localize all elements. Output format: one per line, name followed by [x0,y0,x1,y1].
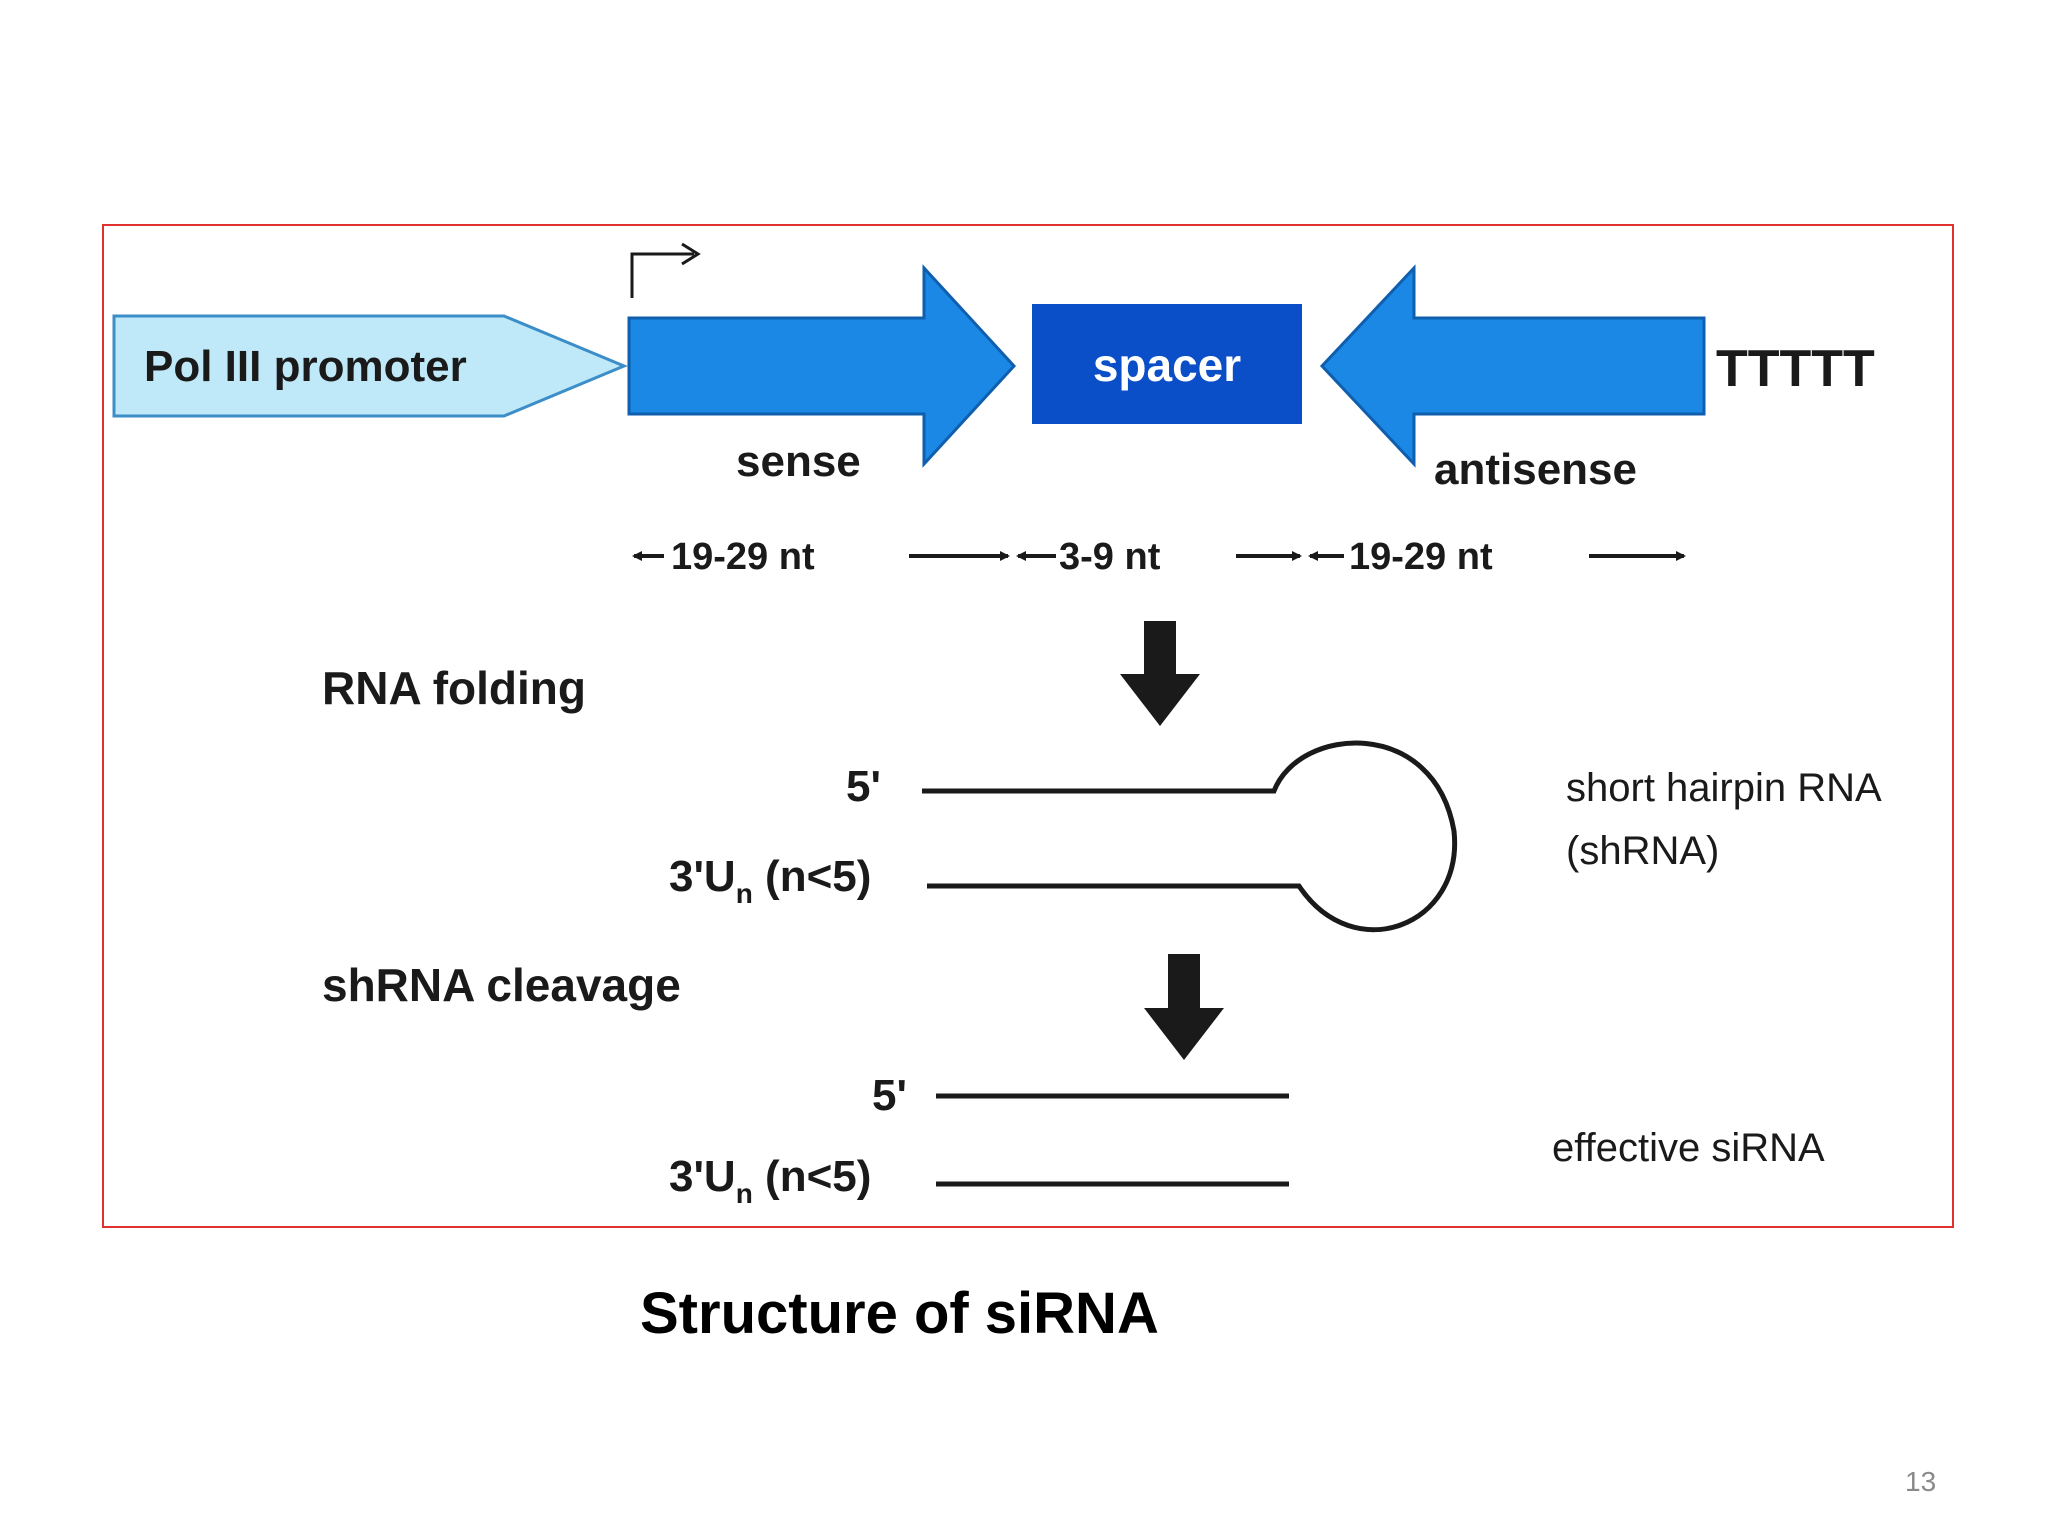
page-number: 13 [1905,1466,1937,1497]
sirna-three-prime-label: 3'Un (n<5) [669,1152,871,1209]
sense-length-label: 19-29 nt [671,536,815,578]
antisense-length-label: 19-29 nt [1349,536,1493,578]
transcription-start-arrow [630,252,694,298]
terminator-label: TTTTT [1716,340,1875,398]
sirna-label: effective siRNA [1552,1126,1825,1170]
shrna-diagram: Pol III promoter spacer TTTTT sense anti… [112,242,1882,1209]
shrna-label-line1: short hairpin RNA [1566,766,1882,810]
shrna-cleavage-label: shRNA cleavage [322,959,681,1011]
spacer-length-label: 3-9 nt [1059,536,1161,578]
sirna-five-prime-label: 5' [872,1071,907,1120]
sense-label: sense [736,437,861,486]
folding-down-arrow [1120,621,1200,726]
rna-folding-label: RNA folding [322,662,586,714]
spacer-box [1032,304,1302,424]
diagram-frame: Pol III promoter spacer TTTTT sense anti… [102,224,1954,1228]
hairpin-three-prime-label: 3'Un (n<5) [669,852,871,909]
hairpin-five-prime-label: 5' [846,762,881,811]
hairpin-strands [922,740,1458,933]
sense-arrow [627,264,1017,468]
shrna-label-line2: (shRNA) [1566,829,1719,873]
antisense-arrow [1319,264,1706,468]
promoter-shape [112,314,628,418]
spacer-label: spacer [1093,339,1241,391]
antisense-label: antisense [1434,445,1637,494]
figure-caption: Structure of siRNA [640,1281,1159,1346]
transcription-start-arrowhead [681,242,701,266]
cleavage-down-arrow [1144,954,1224,1060]
promoter-label: Pol III promoter [144,342,467,391]
